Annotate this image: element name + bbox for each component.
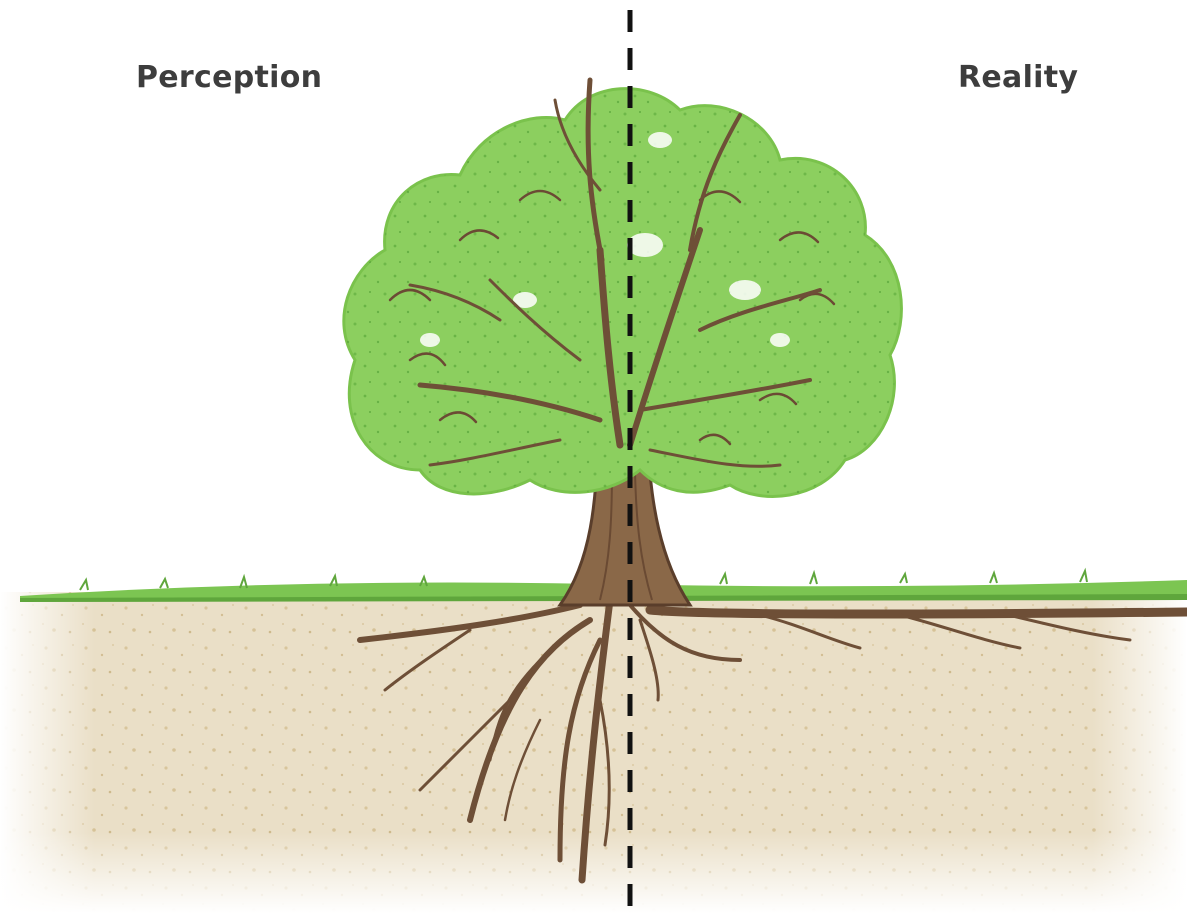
perception-label: Perception <box>136 60 322 95</box>
tree-canopy <box>344 80 902 496</box>
reality-label: Reality <box>958 60 1078 95</box>
